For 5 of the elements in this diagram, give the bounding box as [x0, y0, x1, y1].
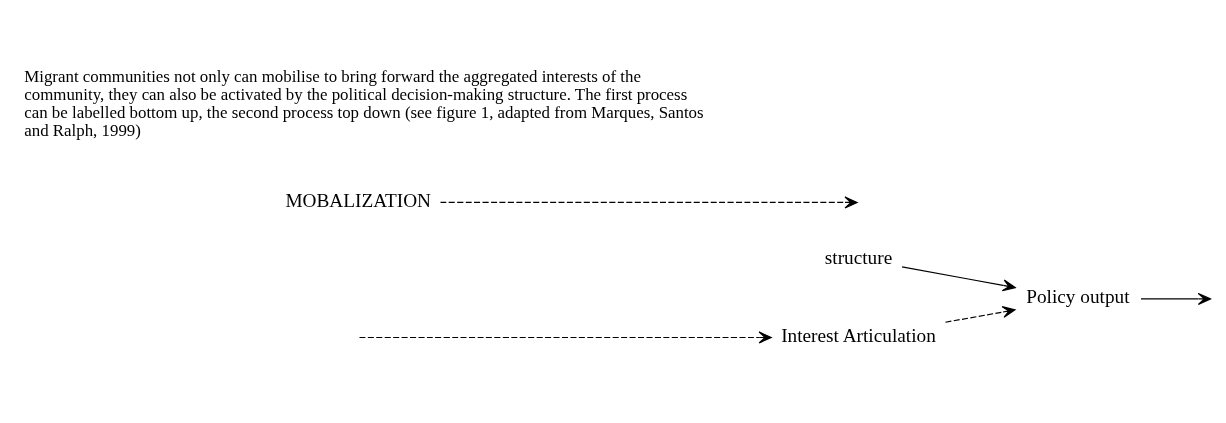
label: Migrant communities not only can mobilise to bring forward the aggregated interests of the community, they can also be activated by the political decision-making structure. The first process can be labelled bottom up, the second process top down (see figure 1, adapted from Marques, Santos and Ralph, 1999)	[24, 67, 704, 141]
node-text: MOBALIZATION	[285, 190, 431, 212]
node-text: structure	[824, 246, 893, 268]
node-text: Interest Articulation	[781, 325, 936, 347]
node-text: Policy output	[1026, 286, 1130, 308]
